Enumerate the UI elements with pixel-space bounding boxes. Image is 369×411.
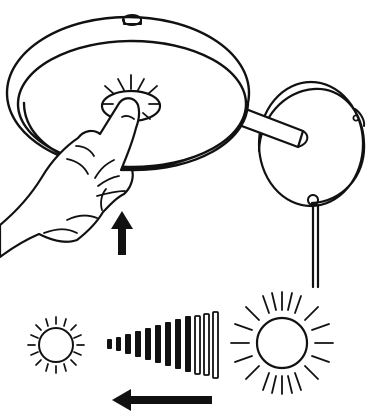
brightness-step-7 <box>165 322 171 366</box>
wall-mount-icon <box>259 82 364 206</box>
up-arrow-icon <box>111 211 133 255</box>
brightness-step-2 <box>116 337 121 351</box>
left-arrow-icon <box>112 389 212 411</box>
power-cable-icon <box>313 205 318 287</box>
brightness-step-9 <box>185 316 191 372</box>
brightness-step-10 <box>195 316 200 374</box>
brightness-step-8 <box>175 319 181 369</box>
brightness-scale-icon <box>107 312 218 378</box>
bright-sun-icon <box>231 292 333 394</box>
brightness-step-11 <box>204 314 209 375</box>
dim-sun-icon <box>28 317 84 373</box>
brightness-step-4 <box>135 331 141 357</box>
brightness-step-6 <box>155 325 161 363</box>
brightness-step-12 <box>213 312 218 378</box>
brightness-step-1 <box>107 339 112 349</box>
brightness-step-3 <box>125 334 131 354</box>
brightness-step-5 <box>145 328 151 360</box>
